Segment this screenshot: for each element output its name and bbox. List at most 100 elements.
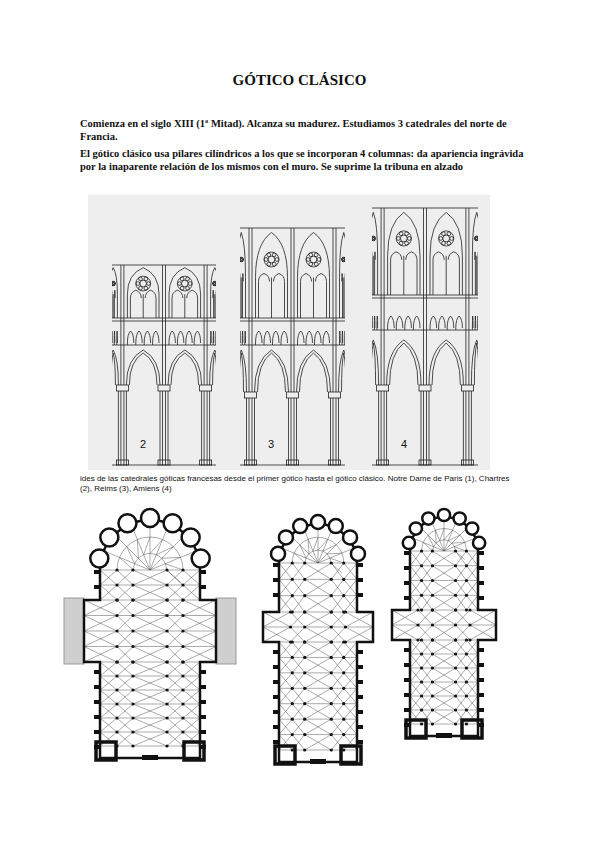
transverse-rib: [344, 672, 357, 673]
lancet: [478, 252, 479, 260]
apse-rib: [115, 535, 150, 570]
rib: [117, 718, 133, 732]
rib: [422, 654, 433, 668]
arcade-arch: [240, 350, 247, 392]
pier: [420, 652, 423, 655]
rib: [117, 718, 133, 732]
rib: [344, 704, 357, 719]
rib: [292, 579, 304, 595]
transverse-rib: [432, 595, 455, 596]
transverse-rib: [183, 646, 216, 647]
triforium-colonnette: [127, 343, 128, 345]
buttress: [357, 578, 363, 582]
rib: [292, 642, 304, 657]
rib: [466, 668, 478, 682]
rose-window: [474, 236, 478, 241]
lancet: [187, 290, 198, 298]
rib: [418, 625, 432, 640]
apse-rib: [455, 551, 465, 560]
pier-base: [287, 460, 299, 465]
vault-shaft: [426, 208, 427, 385]
pier: [165, 674, 168, 677]
rib: [133, 662, 167, 676]
transverse-rib: [167, 631, 183, 632]
rib: [133, 631, 167, 647]
buttress: [478, 596, 484, 600]
pier: [454, 549, 457, 552]
buttress: [404, 648, 410, 652]
rose-foil: [309, 253, 313, 257]
rib: [279, 688, 292, 703]
transverse-rib: [167, 585, 183, 586]
triforium-colonnette: [297, 343, 298, 345]
transverse-rib: [410, 710, 422, 711]
rib: [432, 654, 455, 668]
pier: [454, 638, 457, 641]
triforium-colonnette: [135, 343, 136, 345]
pier: [465, 579, 468, 582]
lancet: [390, 260, 391, 295]
pier: [420, 549, 423, 552]
rib: [470, 610, 496, 625]
capital: [461, 385, 473, 391]
pier-base: [461, 460, 473, 465]
rib: [466, 581, 478, 596]
pier: [165, 614, 168, 617]
rib: [470, 625, 496, 640]
transverse-rib: [346, 627, 374, 628]
rib: [279, 657, 292, 672]
capital: [245, 392, 257, 398]
rose-window: [310, 256, 317, 263]
pier: [291, 610, 294, 613]
pier: [165, 568, 168, 571]
lancet: [274, 274, 285, 282]
transverse-rib: [466, 654, 478, 655]
lancet: [374, 252, 376, 260]
rose-foil: [112, 283, 113, 284]
pier: [181, 660, 184, 663]
pier: [181, 702, 184, 705]
pier: [115, 660, 118, 663]
rib: [466, 595, 478, 610]
rose-foil: [180, 286, 184, 290]
rib: [305, 563, 332, 579]
rib: [117, 662, 133, 676]
transverse-rib: [466, 710, 478, 711]
pier: [465, 564, 468, 567]
rose-foil: [136, 282, 140, 286]
rib: [100, 570, 117, 585]
rib: [84, 600, 117, 616]
rose-foil: [267, 262, 271, 266]
wall-outline: [84, 520, 216, 758]
triforium-colonnette: [281, 343, 282, 345]
vault-shaft: [294, 228, 295, 392]
rib: [432, 610, 455, 625]
rose-foil: [345, 259, 346, 260]
rose-foil: [475, 239, 476, 240]
rose-window: [140, 280, 147, 287]
rib: [410, 551, 422, 566]
clerestory-arch: [388, 212, 420, 256]
rib: [183, 662, 200, 676]
triforium-arch: [215, 331, 216, 343]
rib: [183, 585, 200, 600]
buttress: [273, 710, 279, 714]
transverse-rib: [410, 724, 422, 725]
floor-plans: [64, 509, 496, 764]
transverse-rib: [100, 704, 117, 705]
rib: [100, 662, 117, 676]
pier: [465, 666, 468, 669]
rose-foil: [477, 239, 478, 240]
rose-foil: [447, 232, 451, 236]
lancet: [284, 282, 285, 319]
pier: [303, 561, 306, 564]
rib: [410, 668, 422, 682]
rib: [305, 642, 332, 657]
triforium-colonnette: [314, 343, 315, 345]
rose-foil: [264, 258, 268, 262]
transverse-rib: [100, 690, 117, 691]
window-jamb: [329, 278, 330, 319]
triforium-arch: [430, 316, 437, 328]
pier: [431, 549, 434, 552]
pier: [431, 652, 434, 655]
